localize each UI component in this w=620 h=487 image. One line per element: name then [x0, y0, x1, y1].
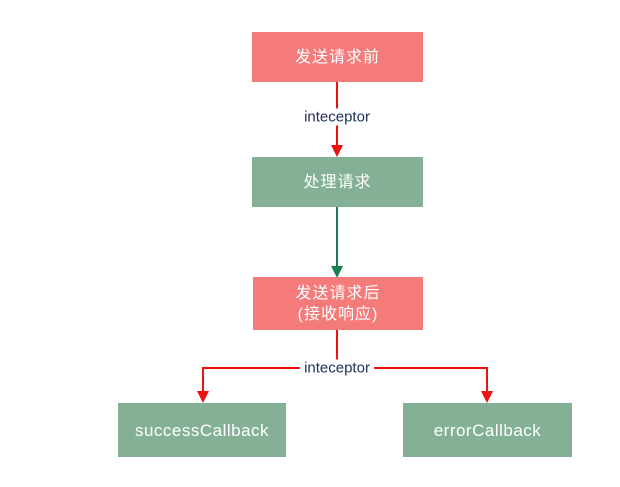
node-after-request-label-line1: 发送请求后 [295, 284, 381, 302]
arrow-red-top-head [331, 145, 343, 157]
node-process-request: 处理请求 [252, 157, 423, 207]
node-before-request-label: 发送请求前 [294, 48, 380, 66]
arrow-red-right-line [486, 367, 488, 392]
arrow-red-branch-stem [336, 330, 338, 369]
node-after-request-label-line2: (接收响应) [297, 305, 379, 323]
node-error-callback: errorCallback [403, 403, 572, 457]
arrow-red-right-head [481, 391, 493, 403]
node-process-request-label: 处理请求 [303, 173, 372, 191]
node-after-request: 发送请求后 (接收响应) [253, 277, 423, 330]
arrow-green-head [331, 266, 343, 278]
node-before-request: 发送请求前 [252, 32, 423, 82]
edge-label-interceptor-top: inteceptor [300, 108, 374, 126]
arrow-green-line [336, 207, 338, 267]
node-success-callback-label: successCallback [134, 420, 270, 440]
node-error-callback-label: errorCallback [433, 420, 542, 440]
arrow-red-left-head [197, 391, 209, 403]
arrow-red-left-line [202, 367, 204, 392]
edge-label-interceptor-bottom: inteceptor [300, 359, 374, 377]
node-success-callback: successCallback [118, 403, 286, 457]
